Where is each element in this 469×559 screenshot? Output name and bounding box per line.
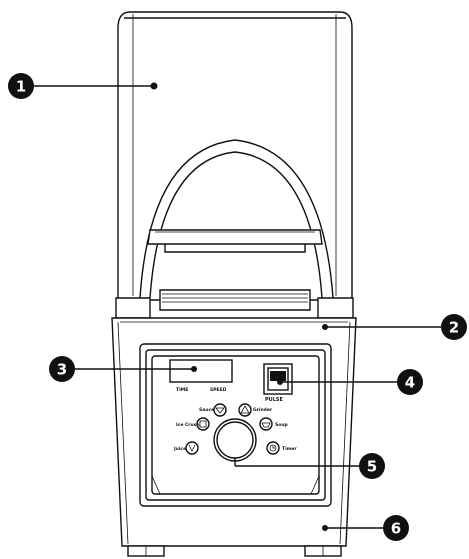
svg-text:4: 4 — [405, 374, 415, 392]
pulse-switch[interactable] — [263, 363, 293, 395]
leader-dot-6 — [322, 525, 328, 531]
svg-text:3: 3 — [57, 361, 67, 379]
program-button-grinder[interactable] — [238, 403, 252, 417]
right-jar-clip — [317, 297, 354, 319]
left-jar-clip — [115, 297, 151, 319]
callout-6: 6 — [383, 515, 409, 541]
program-button-sauce[interactable] — [213, 403, 227, 417]
program-label-grinder: Grinder — [253, 407, 273, 413]
svg-text:5: 5 — [367, 458, 377, 476]
leader-dot-4 — [277, 379, 283, 385]
display-label-time: TIME — [176, 387, 188, 393]
program-button-soup[interactable] — [259, 417, 273, 431]
callout-1: 1 — [8, 73, 34, 99]
svg-text:1: 1 — [16, 78, 26, 96]
svg-text:6: 6 — [391, 520, 401, 538]
program-label-timer: Timer — [282, 446, 297, 452]
program-button-timer[interactable] — [266, 441, 280, 455]
callout-5: 5 — [359, 453, 385, 479]
display-label-speed: SPEED — [210, 387, 227, 393]
svg-text:2: 2 — [449, 319, 459, 337]
blender-jar — [117, 11, 353, 311]
program-label-sauce: Sauce — [199, 407, 214, 413]
leader-dot-1 — [150, 82, 158, 90]
callout-3: 3 — [49, 356, 75, 382]
program-label-juice: Juice — [173, 446, 186, 452]
leader-dot-3 — [191, 366, 197, 372]
program-button-juice[interactable] — [185, 441, 199, 455]
program-label-soup: Soup — [275, 422, 289, 428]
pulse-label: PULSE — [265, 397, 284, 403]
lcd-display — [169, 359, 233, 383]
program-label-ice-crush: Ice Crush — [176, 422, 200, 428]
callout-4: 4 — [397, 369, 423, 395]
leader-dot-2 — [322, 324, 328, 330]
control-knob[interactable] — [213, 418, 257, 466]
callout-2: 2 — [441, 314, 467, 340]
program-button-ice-crush[interactable] — [196, 417, 210, 431]
